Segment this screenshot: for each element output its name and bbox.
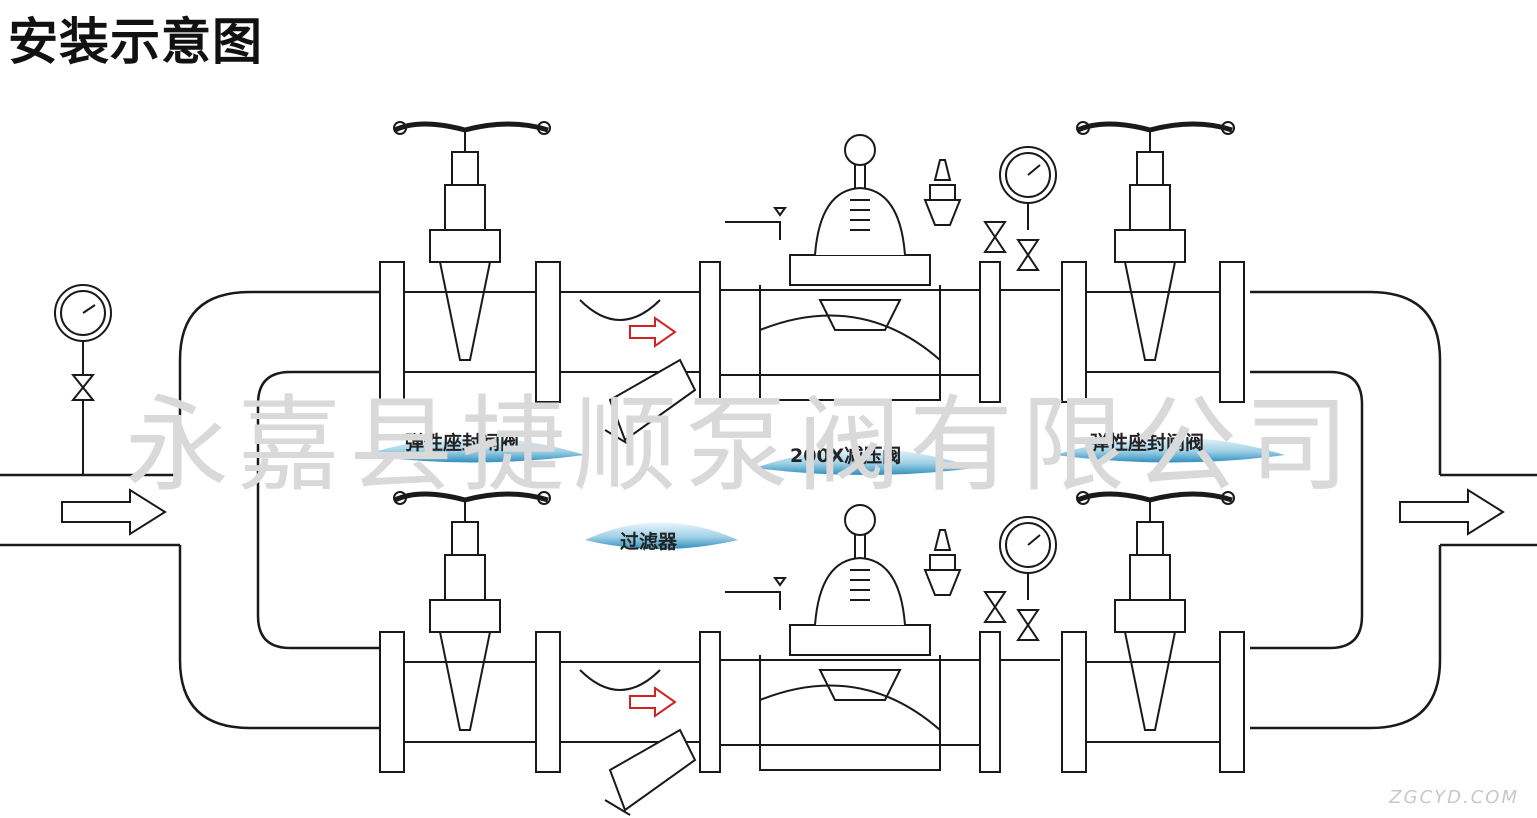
flow-arrow-icon [61, 488, 1505, 536]
handwheel-icon [1076, 121, 1235, 135]
lower-branch [380, 492, 1244, 815]
y-strainer-upper [560, 291, 700, 446]
pressure-gauge-icon-inlet [54, 284, 112, 475]
gate-valve-upper-left [379, 121, 561, 403]
page-title: 安装示意图 [8, 13, 263, 71]
site-watermark: ZGCYD.COM [1389, 787, 1519, 808]
pressure-gauge-icon-upper [999, 146, 1057, 230]
gate-valve-right-label: 弹性座封闸阀 [1090, 432, 1205, 454]
flow-arrow-icon-red [629, 316, 677, 718]
upper-branch [379, 121, 1245, 446]
main-pipe [0, 290, 1537, 730]
gate-valve-left-label: 弹性座封闸阀 [405, 432, 520, 454]
gate-valve-upper-right [1061, 121, 1245, 403]
reducing-valve-upper [699, 134, 1001, 403]
reducing-valve-label: 200X减压阀 [790, 445, 902, 467]
handwheel-icon [393, 121, 551, 135]
needle-valve-icon-upper [983, 221, 1060, 291]
filter-label: 过滤器 [620, 531, 678, 553]
label-badges [365, 437, 1285, 549]
